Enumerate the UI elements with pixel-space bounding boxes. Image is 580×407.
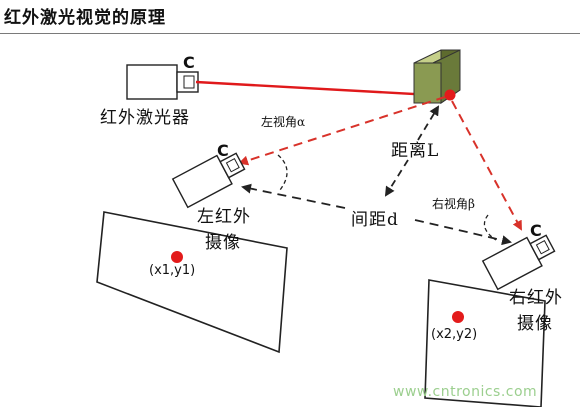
right-coordinate-label: (x2,y2) [431, 327, 478, 342]
title-underline [0, 33, 580, 34]
right-angle-arc [483, 214, 497, 241]
watermark: www.cntronics.com [393, 384, 538, 400]
left-camera [171, 152, 246, 209]
right-camera [481, 234, 556, 291]
reflection-left [238, 96, 446, 166]
right-angle-label: 右视角β [432, 197, 475, 211]
laser-device [126, 64, 199, 100]
laser-spot [444, 89, 456, 101]
laser-beam [195, 80, 451, 98]
spacing-label: 间距d [351, 210, 399, 230]
target-box [413, 49, 461, 104]
left-camera-c-mark: C [217, 141, 229, 160]
right-camera-label-line2: 摄像 [517, 314, 553, 334]
laser-label: 红外激光器 [100, 108, 190, 128]
left-coordinate-label: (x1,y1) [149, 263, 196, 278]
title-bar: 红外激光视觉的原理 [0, 0, 580, 34]
left-angle-label: 左视角α [261, 115, 306, 129]
distance-label: 距离L [391, 141, 440, 161]
distance-arrow-down [384, 159, 409, 197]
left-angle-arc [277, 154, 288, 191]
spacing-arrow-left [241, 183, 346, 209]
left-camera-label-line1: 左红外 [197, 207, 251, 227]
right-camera-c-mark: C [530, 221, 542, 240]
reflection-right [451, 100, 522, 231]
right-image-plane [424, 279, 546, 407]
spacing-arrow-right [414, 219, 512, 246]
left-image-plane [96, 211, 288, 354]
left-camera-label-line2: 摄像 [205, 233, 241, 253]
left-image-dot [171, 251, 183, 263]
distance-arrow-up [417, 105, 440, 141]
page-title: 红外激光视觉的原理 [4, 8, 166, 28]
laser-c-mark: C [183, 53, 195, 72]
right-image-dot [452, 311, 464, 323]
right-camera-label-line1: 右红外 [509, 288, 563, 308]
